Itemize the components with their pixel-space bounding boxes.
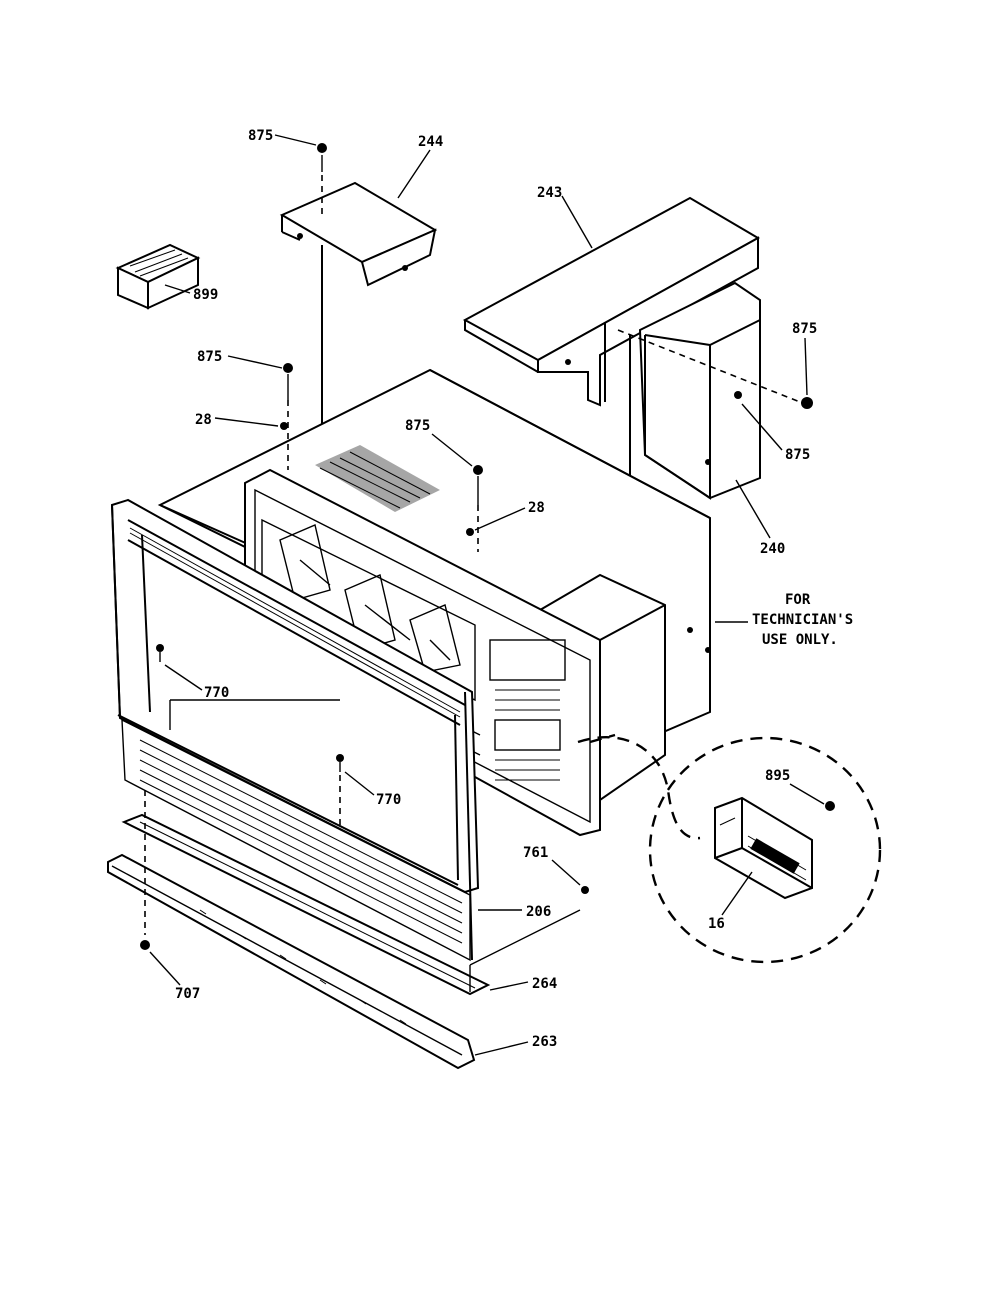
screw-875-top: 875 <box>248 128 327 214</box>
part-206-front-frame: 206 <box>110 498 551 962</box>
callout-243: 243 <box>537 185 562 201</box>
screw-770-left: 770 <box>156 644 229 701</box>
part-240-bracket: 240 <box>638 281 785 557</box>
part-263-trim: 263 <box>107 853 557 1070</box>
part-899: 899 <box>115 243 218 310</box>
control-buttons <box>489 639 566 781</box>
screw-770-mid: 770 <box>336 754 401 830</box>
screw-761: 761 <box>523 845 589 894</box>
leader-244 <box>397 149 431 199</box>
callout-240: 240 <box>760 541 785 557</box>
note-line-1: FOR <box>785 592 811 608</box>
nut-28-left: 28 <box>195 412 288 430</box>
callout-875-top: 875 <box>248 128 273 144</box>
dashed-connector <box>577 736 701 840</box>
part-244-top-cover <box>279 181 438 287</box>
screw-875-left: 875 <box>197 349 293 470</box>
callout-28-left: 28 <box>195 412 212 428</box>
callout-263: 263 <box>532 1034 557 1050</box>
nut-28-mid: 28 <box>466 500 545 536</box>
callout-875-right: 875 <box>792 321 817 337</box>
vent-grille <box>315 445 440 512</box>
callout-770-mid: 770 <box>376 792 401 808</box>
note-line-3: USE ONLY. <box>762 632 838 648</box>
callout-28-mid: 28 <box>528 500 545 516</box>
callout-761: 761 <box>523 845 548 861</box>
screw-875-right: 875 875 <box>617 321 817 463</box>
screw-707: 707 <box>140 790 200 1002</box>
callout-770-left: 770 <box>204 685 229 701</box>
callout-875-mid: 875 <box>405 418 430 434</box>
note-line-2: TECHNICIAN'S <box>752 612 853 628</box>
part-243-side-cover: 243 <box>462 185 761 407</box>
callout-875-left: 875 <box>197 349 222 365</box>
callout-16: 16 <box>708 916 725 932</box>
callout-244: 244 <box>418 134 443 150</box>
technician-note: FOR TECHNICIAN'S USE ONLY. <box>715 592 853 648</box>
callout-875-right-2: 875 <box>785 447 810 463</box>
callout-899: 899 <box>193 287 218 303</box>
callout-895: 895 <box>765 768 790 784</box>
callout-206: 206 <box>526 904 551 920</box>
part-264-strip: 264 <box>121 813 581 996</box>
callout-264: 264 <box>532 976 557 992</box>
technician-detail-circle: 895 16 <box>648 736 882 964</box>
callout-707: 707 <box>175 986 200 1002</box>
